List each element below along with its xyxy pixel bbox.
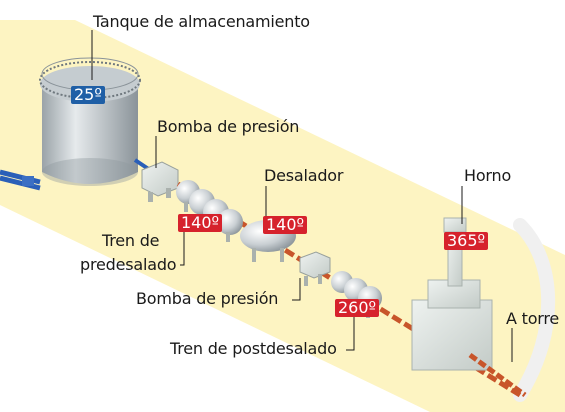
postdesalting-label: Tren de postdesalado xyxy=(170,339,337,358)
pressure-pump-1 xyxy=(141,161,179,202)
predesalting-label-line2: predesalado xyxy=(80,255,177,274)
predesalting-label-line1: Tren de xyxy=(102,231,160,250)
postdesalting-temperature-badge: 260º xyxy=(335,299,380,317)
predesalting-temperature-badge: 140º xyxy=(178,214,223,232)
tower-label: A torre xyxy=(506,309,560,328)
inlet-pipe xyxy=(0,169,41,191)
pump-1-label: Bomba de presión xyxy=(157,117,300,136)
tank-label: Tanque de almacenamiento xyxy=(93,12,310,31)
tower-outlet-pipe xyxy=(468,352,527,398)
pressure-pump-2 xyxy=(299,251,331,286)
desalter-label: Desalador xyxy=(264,166,344,185)
storage-tank xyxy=(39,57,141,186)
furnace-label: Horno xyxy=(464,166,512,185)
watermark xyxy=(513,218,556,402)
furnace-temperature-badge: 365º xyxy=(444,232,489,250)
desalter-temperature-badge: 140º xyxy=(263,216,308,234)
leader-lines xyxy=(91,30,513,362)
pump-2-label: Bomba de presión xyxy=(136,289,279,308)
tank-temperature-badge: 25º xyxy=(71,86,105,104)
